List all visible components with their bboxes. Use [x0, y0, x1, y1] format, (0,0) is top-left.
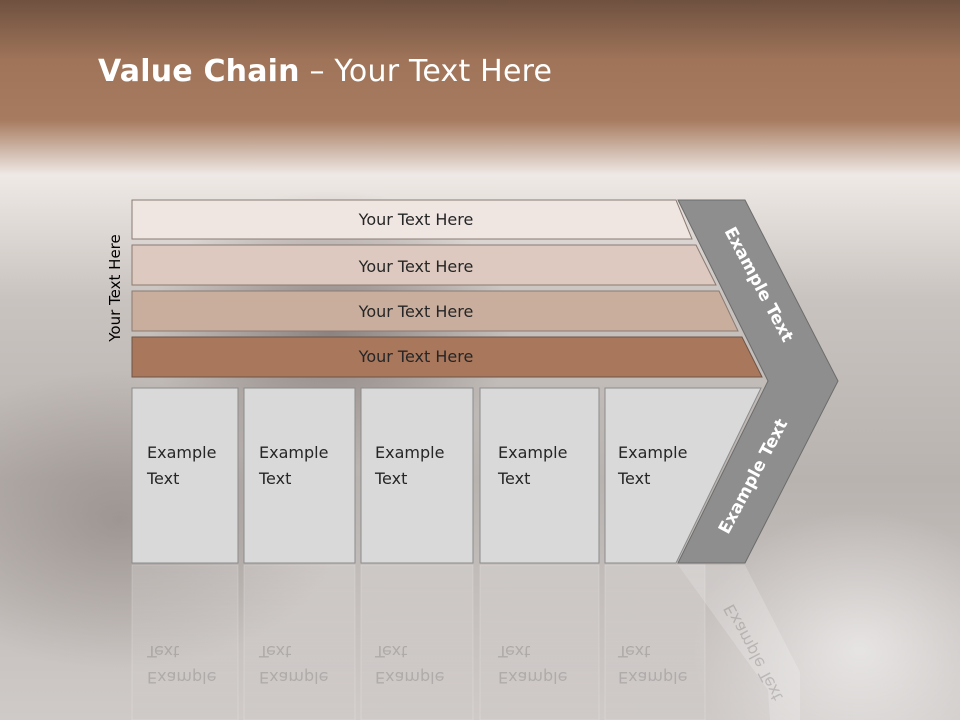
reflection: Example Text Example Text Example Text E…	[131, 564, 800, 720]
reflection-cell-4-line1: Example	[498, 668, 567, 687]
reflection-chevron	[678, 565, 800, 720]
reflection-cell-4-line2: Text	[497, 642, 530, 661]
title-bold: Value Chain	[98, 54, 300, 89]
cell-2-line1: Example	[259, 443, 328, 462]
cell-1	[131, 387, 239, 564]
reflection-cell-3-line1: Example	[375, 668, 444, 687]
bar-4	[131, 336, 763, 378]
reflection-cell-1	[131, 564, 239, 720]
reflection-cell-5-line2: Text	[617, 642, 650, 661]
bar-2	[131, 244, 717, 286]
reflection-cell-2-line2: Text	[258, 642, 291, 661]
bar-1	[131, 199, 693, 240]
reflection-cell-2-line1: Example	[259, 668, 328, 687]
bar-3	[131, 290, 739, 332]
cell-5-line2: Text	[617, 469, 650, 488]
cell-5-line1: Example	[618, 443, 687, 462]
reflection-cell-2	[243, 564, 356, 720]
cell-4-line1: Example	[498, 443, 567, 462]
cell-2	[243, 387, 356, 564]
bar-1-label: Your Text Here	[358, 210, 474, 229]
slide-title: Value Chain – Your Text Here	[98, 54, 552, 89]
bar-2-label: Your Text Here	[358, 257, 474, 276]
cell-4	[479, 387, 600, 564]
cell-3-line2: Text	[374, 469, 407, 488]
cell-3	[360, 387, 474, 564]
reflection-cell-5	[604, 564, 706, 720]
reflection-cell-1-line2: Text	[146, 642, 179, 661]
cell-2-line2: Text	[258, 469, 291, 488]
reflection-cell-5-line1: Example	[618, 668, 687, 687]
reflection-cell-1-line1: Example	[147, 668, 216, 687]
cell-1-line2: Text	[146, 469, 179, 488]
cell-3-line1: Example	[375, 443, 444, 462]
cell-4-line2: Text	[497, 469, 530, 488]
bar-4-label: Your Text Here	[358, 347, 474, 366]
cell-1-line1: Example	[147, 443, 216, 462]
title-rest: – Your Text Here	[299, 54, 553, 89]
bar-3-label: Your Text Here	[358, 302, 474, 321]
reflection-cell-3	[360, 564, 474, 720]
reflection-cell-4	[479, 564, 600, 720]
cell-5	[604, 387, 762, 564]
chevron-arrow	[677, 199, 839, 564]
reflection-cell-3-line2: Text	[374, 642, 407, 661]
